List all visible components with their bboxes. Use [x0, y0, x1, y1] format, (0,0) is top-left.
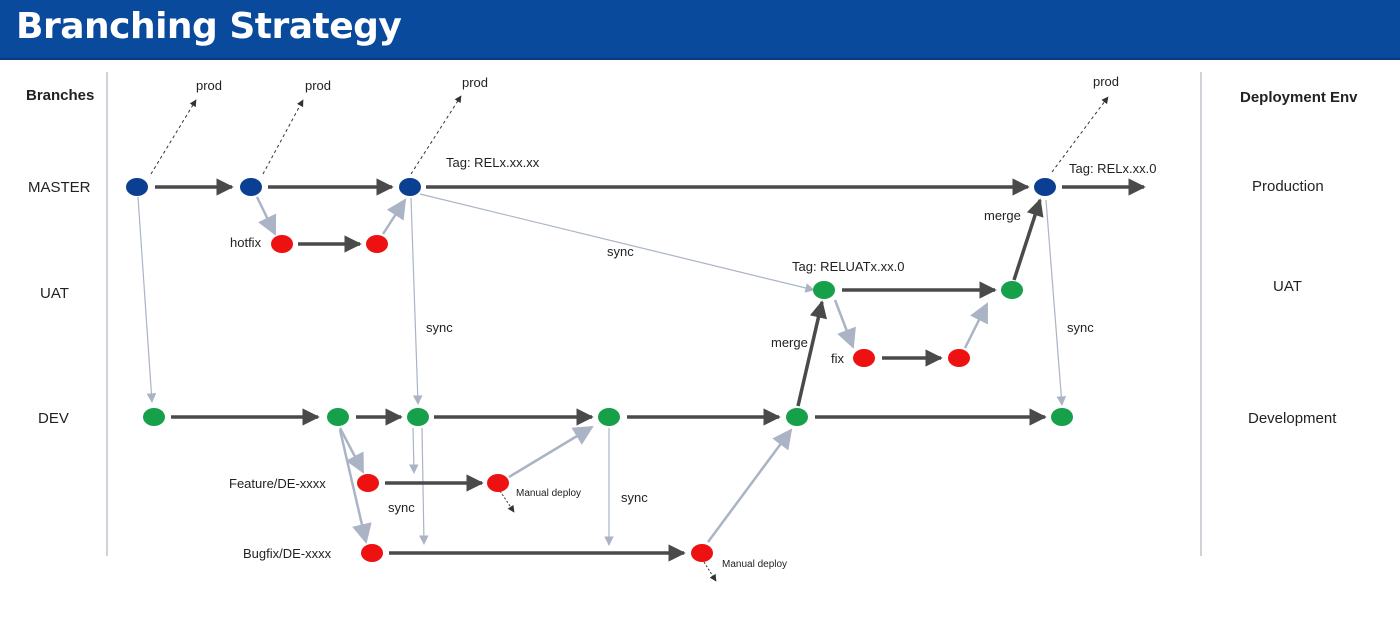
prod-label-1: prod	[196, 78, 222, 93]
branch-label-master: MASTER	[28, 179, 91, 196]
manual-deploy-arrows	[499, 490, 717, 582]
sync-label-master-dev-end: sync	[1067, 320, 1094, 335]
tag-uat-label: Tag: RELUATx.xx.0	[792, 259, 904, 274]
dev-to-bugfix-arrow	[338, 429, 372, 544]
dev-uat-nodes	[143, 281, 1073, 426]
env-label-production: Production	[1252, 178, 1324, 195]
hotfix-node	[271, 235, 293, 253]
dev-node	[1051, 408, 1073, 426]
sync-label-feature: sync	[388, 500, 415, 515]
branch-label-dev: DEV	[38, 410, 69, 427]
sync-label-bugfix: sync	[621, 490, 648, 505]
prod-deploy-arrows	[150, 95, 1109, 175]
dev-node	[407, 408, 429, 426]
sync-label-master-dev: sync	[426, 320, 453, 335]
hotfix-node	[366, 235, 388, 253]
dev-node	[327, 408, 349, 426]
dev-node	[598, 408, 620, 426]
fix-to-uat-arrow	[963, 302, 989, 349]
main-arrows	[155, 178, 1146, 562]
master-sync-to-dev-arrow	[410, 197, 423, 405]
title-bar: Branching Strategy	[0, 0, 1400, 60]
bugfix-node	[691, 544, 713, 562]
dev-sync-to-bugfix-arrow	[419, 427, 429, 545]
master-node	[240, 178, 262, 196]
manual-deploy-arrow-1	[499, 490, 515, 513]
master-sync-to-uat-arrow	[419, 193, 815, 293]
branch-label-hotfix: hotfix	[230, 235, 262, 250]
fix-node	[853, 349, 875, 367]
env-label-development: Development	[1248, 410, 1337, 427]
uat-node	[1001, 281, 1023, 299]
branch-label-bugfix: Bugfix/DE-xxxx	[243, 546, 332, 561]
sync-arrows	[137, 193, 1067, 546]
hotfix-to-master-arrow	[381, 198, 407, 235]
sync-label-master-uat: sync	[607, 244, 634, 259]
merge-label-uat-master: merge	[984, 208, 1021, 223]
prod-label-2: prod	[305, 78, 331, 93]
env-label-uat: UAT	[1273, 278, 1302, 295]
branch-label-feature: Feature/DE-xxxx	[229, 476, 326, 491]
master-sync-to-dev-end-arrow	[1045, 199, 1067, 406]
manual-deploy-arrow-2	[703, 561, 717, 582]
dev-to-feature-arrow	[338, 427, 365, 474]
dev-to-uat-merge-arrow	[796, 300, 827, 407]
branches-header: Branches	[26, 87, 94, 104]
manual-deploy-label-2: Manual deploy	[722, 559, 787, 570]
master-node	[126, 178, 148, 196]
fix-node	[948, 349, 970, 367]
prod-label-3: prod	[462, 75, 488, 90]
master-nodes	[126, 178, 1056, 196]
branch-label-uat: UAT	[40, 285, 69, 302]
fix-nodes	[271, 235, 970, 562]
deployment-env-header: Deployment Env	[1240, 89, 1358, 106]
feature-node	[357, 474, 379, 492]
dev-sync-to-feature-arrow	[409, 427, 419, 474]
bugfix-node	[361, 544, 383, 562]
uat-to-master-merge-arrow	[1012, 198, 1044, 281]
master-node	[399, 178, 421, 196]
dev-node	[786, 408, 808, 426]
tag-release-final-label: Tag: RELx.xx.0	[1069, 161, 1156, 176]
prod-arrow-2	[262, 99, 304, 175]
feature-to-dev-arrow	[508, 425, 594, 479]
feature-node	[487, 474, 509, 492]
branch-cross-arrows	[255, 196, 989, 544]
bugfix-to-dev-arrow	[706, 428, 793, 543]
uat-node	[813, 281, 835, 299]
dev-node	[143, 408, 165, 426]
tag-release-label: Tag: RELx.xx.xx	[446, 155, 540, 170]
master-to-hotfix-arrow	[255, 196, 277, 236]
branch-label-fix: fix	[831, 351, 845, 366]
manual-deploy-label-1: Manual deploy	[516, 488, 581, 499]
master-node	[1034, 178, 1056, 196]
uat-to-fix-arrow	[833, 299, 856, 349]
page-title: Branching Strategy	[16, 6, 402, 47]
master-to-dev-arrow	[137, 196, 157, 403]
prod-arrow-1	[150, 99, 197, 175]
prod-arrow-4	[1051, 96, 1109, 173]
prod-label-4: prod	[1093, 74, 1119, 89]
merge-label-dev-uat: merge	[771, 335, 808, 350]
